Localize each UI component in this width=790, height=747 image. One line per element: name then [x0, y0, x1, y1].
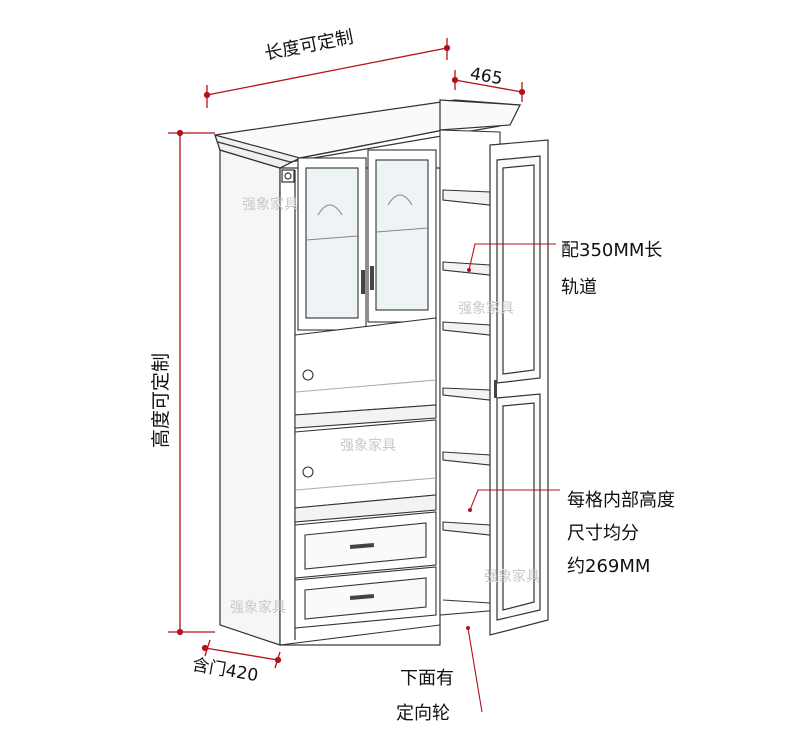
- side-door: [489, 139, 549, 636]
- dimension-lines: [168, 38, 526, 669]
- rail-annotation-line1: 配350MM长: [561, 240, 663, 261]
- watermark-3: 强象家具: [340, 438, 396, 454]
- rail-annotation-line2: 轨道: [561, 277, 597, 298]
- shelf-annotation-line2: 尺寸均分: [567, 523, 639, 544]
- glass-doors: [297, 149, 437, 331]
- wheel-annotation-line1: 下面有: [400, 668, 454, 689]
- pullout-unit: [439, 129, 501, 616]
- shelf-annotation-line1: 每格内部高度: [567, 490, 675, 511]
- watermark-2: 强象家具: [458, 301, 514, 317]
- watermark-4: 强象家具: [484, 569, 540, 585]
- wheel-annotation-line2: 定向轮: [396, 703, 450, 724]
- open-compartments: [294, 317, 437, 523]
- leader-lines: [466, 243, 560, 713]
- height-label: 高度可定制: [150, 352, 172, 448]
- watermark-1: 强象家具: [242, 197, 298, 213]
- drawers: [279, 511, 441, 646]
- shelf-annotation-line3: 约269MM: [567, 556, 651, 577]
- watermark-5: 强象家具: [230, 600, 286, 616]
